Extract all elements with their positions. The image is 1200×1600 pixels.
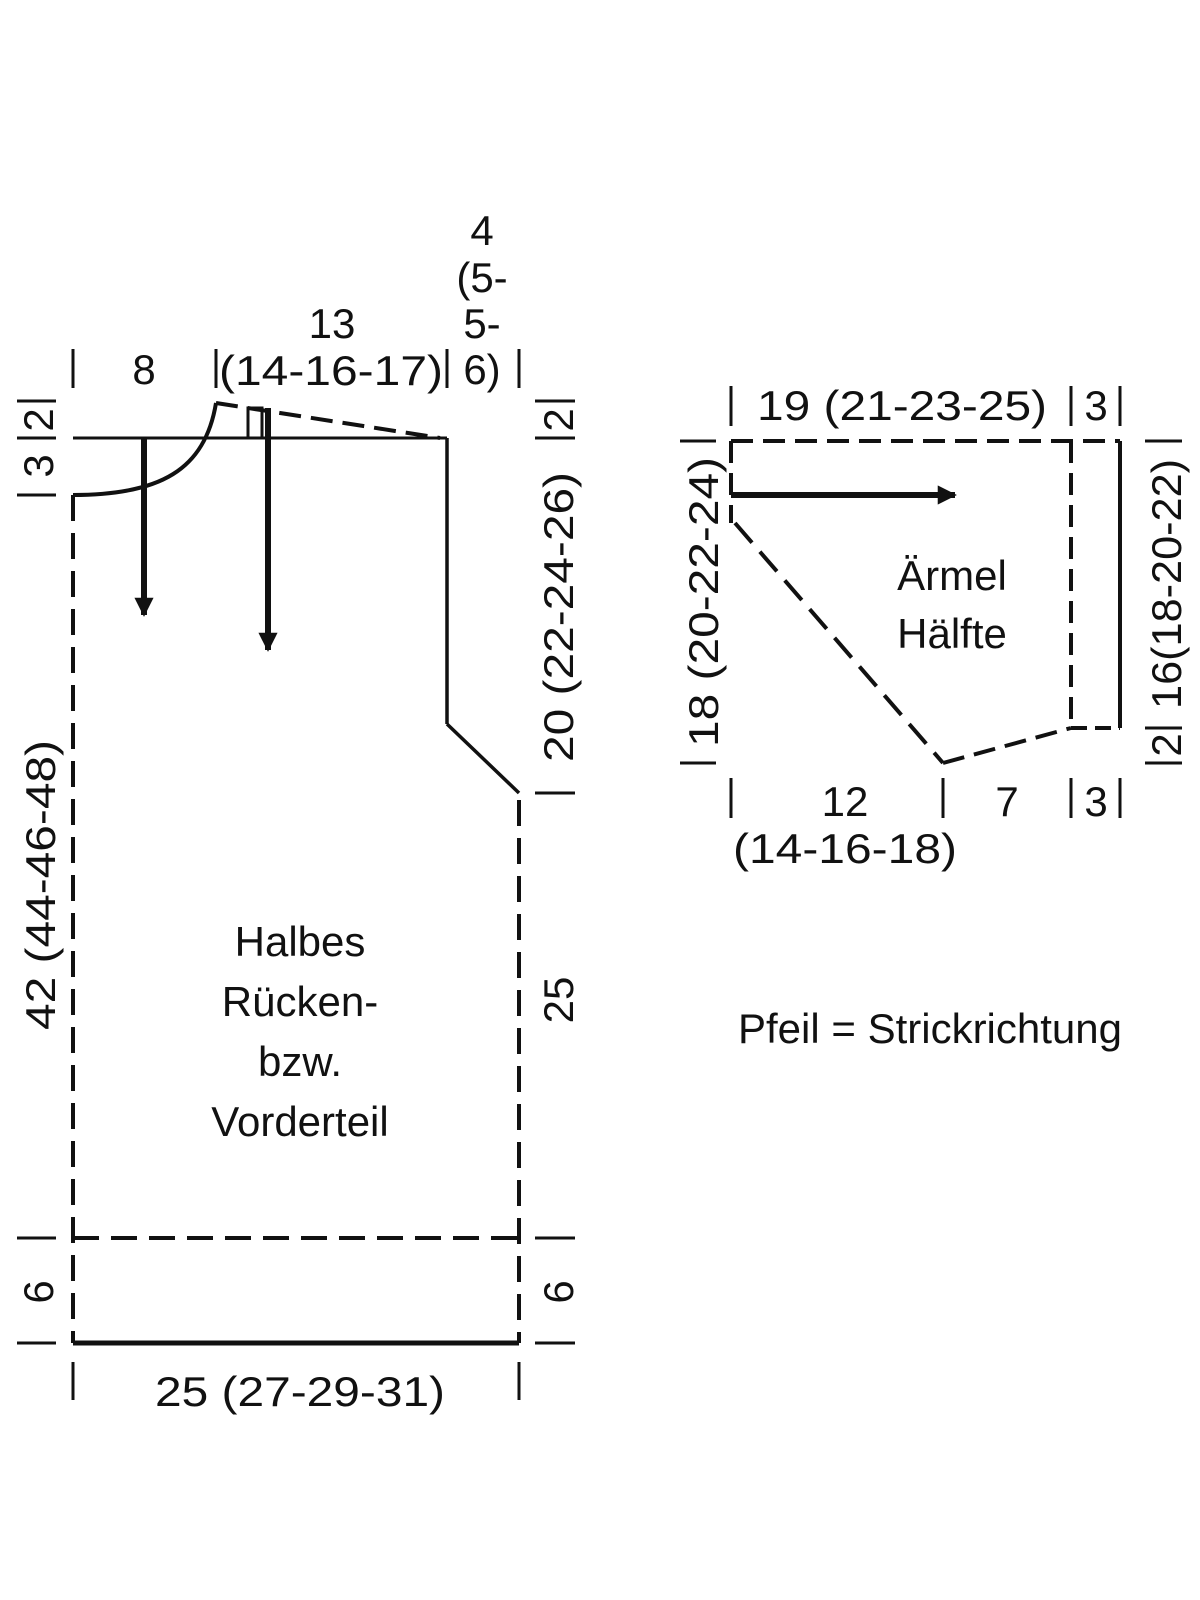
dim-right-top-small: 2	[535, 408, 582, 431]
dim-sleeve-bottom-left-sizes: (14-16-18)	[733, 825, 957, 872]
dim-left-top-small: 2	[15, 408, 62, 431]
body-armhole-diagonal	[445, 722, 521, 795]
sleeve-label-line-2: Hälfte	[897, 610, 1007, 657]
sleeve-labels: 19 (21-23-25) 3 18 (20-22-24) 16(18-20-2…	[680, 382, 1190, 872]
dim-armhole-top-line-3: 5-	[463, 300, 500, 347]
dim-armhole-top-line-4: 6)	[463, 346, 500, 393]
body-neckline-curve	[72, 402, 218, 497]
body-label-line-1: Halbes	[235, 918, 366, 965]
legend-text: Pfeil = Strickrichtung	[738, 1005, 1122, 1052]
sleeve-diagonal	[733, 521, 945, 765]
dim-sleeve-bottom-mid: 7	[995, 778, 1018, 825]
dim-sleeve-left-height: 18 (20-22-24)	[680, 457, 727, 747]
dim-sleeve-bottom-right: 3	[1084, 778, 1107, 825]
dim-left-rib: 6	[15, 1280, 62, 1303]
body-labels: 8 13 (14-16-17) 4 (5- 5- 6) 2 3 42 (44-4…	[15, 207, 582, 1415]
body-piece-outline	[71, 401, 521, 1346]
sleeve-piece-outline	[729, 439, 1122, 765]
dim-sleeve-right-small: 2	[1143, 733, 1190, 756]
dim-armhole-top-line-1: 4	[470, 207, 493, 254]
dim-armhole-top-line-2: (5-	[456, 254, 507, 301]
dim-left-neck-depth: 3	[15, 454, 62, 477]
dim-sleeve-top-width: 19 (21-23-25)	[757, 382, 1047, 429]
dim-armhole-depth: 20 (22-24-26)	[535, 472, 582, 762]
body-dimension-ticks	[17, 349, 575, 1400]
dim-neck-width: 8	[132, 346, 155, 393]
body-label-line-2: Rücken-	[222, 978, 378, 1025]
sleeve-bottom-slope	[942, 726, 1072, 765]
dim-bottom-width: 25 (27-29-31)	[155, 1368, 445, 1415]
dim-sleeve-right-height: 16(18-20-22)	[1143, 459, 1190, 709]
sleeve-label-line-1: Ärmel	[897, 552, 1007, 599]
dim-total-length: 42 (44-46-48)	[17, 740, 64, 1030]
dim-side-length: 25	[535, 977, 582, 1024]
dim-sleeve-bottom-left: 12	[822, 778, 869, 825]
body-label-line-4: Vorderteil	[211, 1098, 388, 1145]
dim-right-rib: 6	[535, 1280, 582, 1303]
body-shoulder-marker	[246, 406, 264, 440]
dim-shoulder-width-sizes: (14-16-17)	[219, 347, 443, 394]
body-label-line-3: bzw.	[258, 1038, 342, 1085]
dim-shoulder-width: 13	[309, 300, 356, 347]
dim-sleeve-top-right: 3	[1084, 382, 1107, 429]
sleeve-dimension-ticks	[680, 386, 1182, 818]
